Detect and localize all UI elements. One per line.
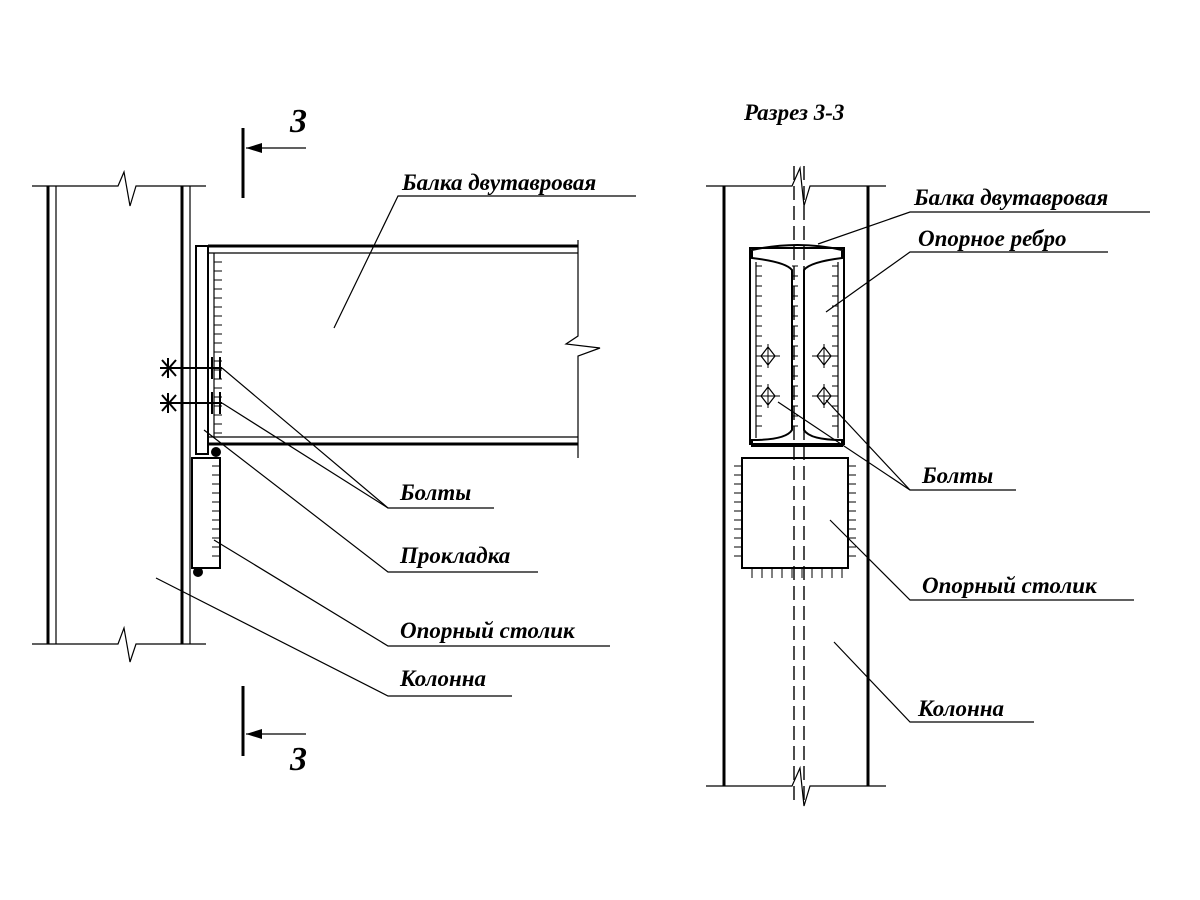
section-mark-bottom: 3 <box>289 741 307 778</box>
right-annotations: Балка двутавровая Опорное ребро Болты Оп… <box>777 185 1150 723</box>
support-seat-section <box>734 457 856 578</box>
column-elevation <box>32 169 206 663</box>
label-seat-right: Опорный столик <box>922 573 1098 598</box>
end-plate <box>195 245 209 455</box>
beam-elevation <box>208 240 601 458</box>
section-mark-top: 3 <box>289 103 307 140</box>
section-markers: 3 3 <box>241 103 307 778</box>
right-view: Разрез 3-3 Бал <box>706 100 1150 807</box>
label-beam-left: Балка двутавровая <box>401 170 596 195</box>
bolts-section <box>756 344 836 408</box>
left-annotations: Балка двутавровая Болты Прокладка Опорны… <box>155 170 636 697</box>
label-rib: Опорное ребро <box>918 226 1067 251</box>
column-section <box>706 165 886 807</box>
label-column-left: Колонна <box>399 666 486 691</box>
label-shim: Прокладка <box>399 543 510 568</box>
label-bolts-right: Болты <box>921 463 993 488</box>
bolts-elevation <box>160 357 222 414</box>
support-seat-elevation <box>191 447 221 577</box>
label-seat-left: Опорный столик <box>400 618 576 643</box>
label-column-right: Колонна <box>917 696 1004 721</box>
label-beam-right: Балка двутавровая <box>913 185 1108 210</box>
section-title: Разрез 3-3 <box>743 100 844 125</box>
left-view: 3 3 Балка двутавровая Болты Прокладка Оп… <box>32 103 636 778</box>
beam-section <box>749 244 845 447</box>
label-bolts-left: Болты <box>399 480 471 505</box>
